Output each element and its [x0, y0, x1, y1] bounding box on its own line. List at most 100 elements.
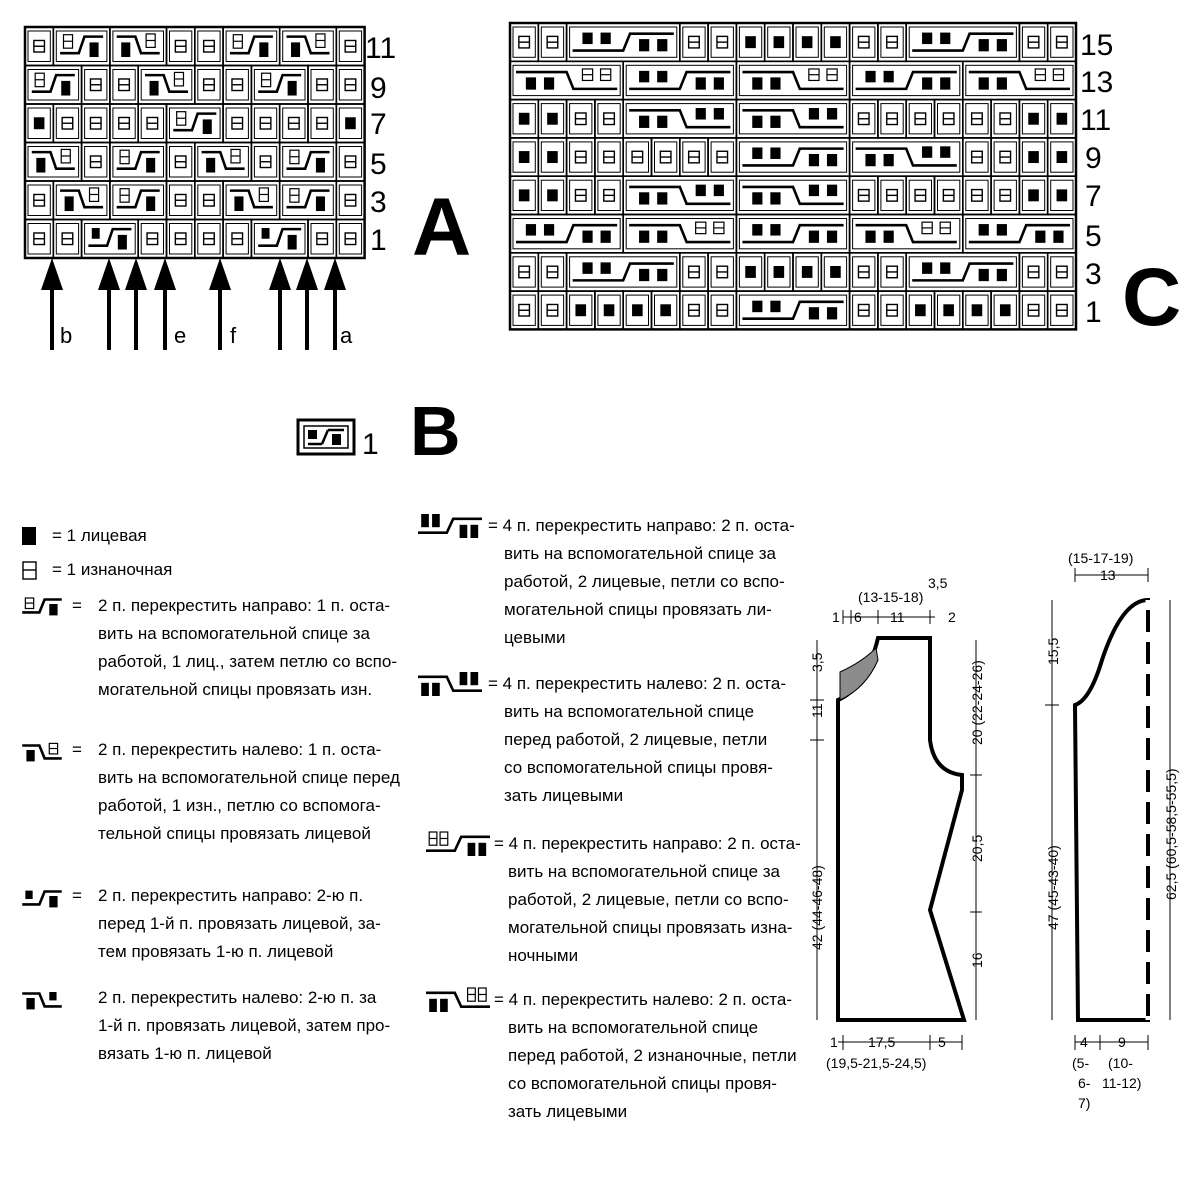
- knit-symbol: [801, 265, 813, 278]
- knit-symbol: [999, 304, 1011, 317]
- knit-symbol: [1056, 112, 1068, 125]
- purl-symbol: [546, 303, 559, 317]
- arrow-head: [296, 258, 318, 290]
- purl-symbol: [999, 188, 1012, 202]
- cable-4-symbol: [855, 70, 957, 91]
- purl-symbol: [202, 39, 215, 53]
- legend-item-9-l4: могательной спицы провязать изна-: [508, 918, 793, 937]
- legend-item-4-l4: тельной спицы провязать лицевой: [98, 824, 371, 843]
- purl-symbol: [574, 112, 587, 126]
- purl-symbol: [999, 112, 1012, 126]
- knit-symbol: [773, 265, 785, 278]
- purl-symbol: [546, 265, 559, 279]
- legend-item-9-l2: вить на вспомогательной спице за: [508, 862, 781, 881]
- cable-4-symbol: [516, 68, 618, 91]
- legend-item-9-l5: ночными: [508, 946, 579, 965]
- knit-symbol: [1028, 151, 1039, 164]
- sleeve-right-length: 62,5 (60,5-58,5-55,5): [1163, 768, 1179, 900]
- chart-b-symbol: [296, 418, 356, 456]
- legend-item-7-l4: могательной спицы провязать ли-: [504, 600, 772, 619]
- legend-item-8-l4: со вспомогательной спицы провя-: [504, 758, 773, 777]
- cable-4-symbol: [855, 146, 957, 167]
- cross-right-symbol: [31, 72, 75, 96]
- sleeve-top-13: 13: [1100, 567, 1116, 583]
- purl-symbol: [202, 193, 215, 207]
- purl-symbol: [886, 35, 899, 49]
- arrow-head: [154, 258, 176, 290]
- arrow-head: [324, 258, 346, 290]
- legend-item-10-l3: перед работой, 2 изнаночные, петли: [508, 1046, 797, 1065]
- legend-item-3-l4: могательной спицы провязать изн.: [98, 680, 373, 699]
- purl-symbol: [886, 112, 899, 126]
- chart-a-row-5: 5: [370, 148, 387, 181]
- legend-item-9-l1: = 4 п. перекрестить направо: 2 п. оста-: [494, 834, 801, 853]
- legend-item-5-l2: перед 1-й п. провязать лицевой, за-: [98, 914, 381, 933]
- knit-symbol: [830, 265, 841, 278]
- cable-4-symbol: [572, 32, 674, 52]
- legend-item-6-l3: вязать 1-ю п. лицевой: [98, 1044, 272, 1063]
- legend-knit: = 1 лицевая: [52, 522, 147, 550]
- purl-symbol: [1027, 265, 1040, 279]
- neck-shading: [839, 646, 879, 701]
- knit-symbol: [830, 36, 841, 49]
- cable-4-symbol: [629, 184, 731, 206]
- cable-4-symbol: [742, 147, 844, 167]
- cross-left-symbol: [201, 148, 245, 173]
- knit-symbol: [773, 36, 785, 49]
- chart-a-grid: [23, 25, 366, 260]
- purl-symbol: [603, 112, 616, 126]
- cross-right-symbol: [286, 149, 330, 173]
- purl-symbol: [603, 150, 616, 164]
- sleeve-bottom-10: (10-: [1108, 1055, 1133, 1071]
- legend-item-7: = 4 п. перекрестить направо: 2 п. оста- …: [488, 512, 798, 652]
- cable-4-symbol: [742, 108, 844, 129]
- cable-4-symbol: [968, 223, 1070, 244]
- sleeve-bottom-11-12: 11-12): [1102, 1075, 1141, 1091]
- arrow-head: [269, 258, 291, 290]
- purl-symbol: [716, 150, 729, 164]
- purl-symbol: [344, 155, 357, 169]
- purl-symbol: [1027, 35, 1040, 49]
- legend-item-7-l3: работой, 2 лицевые, петли со вспо-: [504, 572, 785, 591]
- body-top-width: (13-15-18): [858, 589, 923, 605]
- legend-cable-symbol: [426, 987, 490, 1012]
- cable-4-symbol: [742, 184, 844, 206]
- legend-item-8: = 4 п. перекрестить налево: 2 п. оста- в…: [488, 670, 798, 810]
- legend-item-4-l2: вить на вспомогательной спице перед: [98, 768, 400, 787]
- legend-item-5-eq: =: [72, 886, 82, 905]
- chart-c-row-13: 13: [1080, 66, 1113, 99]
- body-left-length: 42 (44-46-48): [809, 865, 825, 950]
- purl-symbol: [603, 188, 616, 202]
- purl-symbol: [174, 193, 187, 207]
- cross-left-symbol: [31, 148, 75, 173]
- cable-4-symbol: [742, 223, 844, 244]
- knit-symbol: [1028, 112, 1039, 125]
- purl-symbol: [344, 78, 357, 92]
- purl-symbol: [857, 265, 870, 279]
- purl-symbol: [687, 303, 700, 317]
- knit-symbol: [971, 304, 983, 317]
- chart-a-row-7: 7: [370, 108, 387, 141]
- knit-symbol: [547, 112, 558, 125]
- knit-symbol: [345, 117, 356, 130]
- knit-symbol: [603, 304, 615, 317]
- cross-left-symbol: [229, 187, 273, 212]
- cross-right-symbol: [173, 111, 217, 135]
- sleeve-left-length: 47 (45-43-40): [1045, 845, 1061, 930]
- knit-symbol: [632, 304, 643, 317]
- purl-symbol: [631, 150, 644, 164]
- legend-item-10-l5: зать лицевыми: [508, 1102, 628, 1121]
- body-top-2: 2: [948, 609, 956, 625]
- cable-4-symbol: [572, 262, 674, 282]
- purl-symbol: [33, 193, 46, 207]
- legend-purl-text: = 1 изнаночная: [52, 560, 173, 579]
- purl-symbol: [174, 232, 187, 246]
- purl-symbol: [118, 116, 131, 130]
- chart-a-arrows: [41, 258, 346, 350]
- cross-left-symbol: [286, 33, 330, 58]
- purl-symbol: [574, 188, 587, 202]
- knit-symbol: [33, 117, 45, 130]
- chart-c-row-7: 7: [1085, 180, 1102, 213]
- chart-a-row-9: 9: [370, 72, 387, 105]
